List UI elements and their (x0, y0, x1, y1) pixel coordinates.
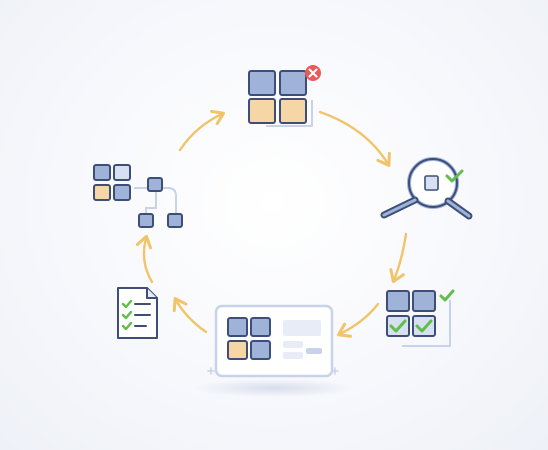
arrow-magnifier-to-checklist (389, 232, 408, 284)
arrow-hierarchy-to-grid (178, 109, 226, 152)
dashboard-shadow (194, 379, 354, 397)
magnifier-check-icon (380, 157, 473, 220)
dashboard-panel-icon (207, 304, 339, 378)
arrow-checklist-to-dashboard (336, 302, 380, 338)
hierarchy-tree-icon (93, 164, 183, 228)
cycle-arrows (135, 109, 408, 338)
document-checklist-icon (117, 287, 158, 339)
arrow-dashboard-to-document (172, 297, 208, 334)
arrow-document-to-hierarchy (135, 234, 154, 284)
error-badge-icon (305, 65, 321, 81)
grid-error-icon (248, 70, 313, 127)
arrow-grid-to-magnifier (318, 110, 391, 167)
grid-checklist-icon (386, 289, 455, 347)
